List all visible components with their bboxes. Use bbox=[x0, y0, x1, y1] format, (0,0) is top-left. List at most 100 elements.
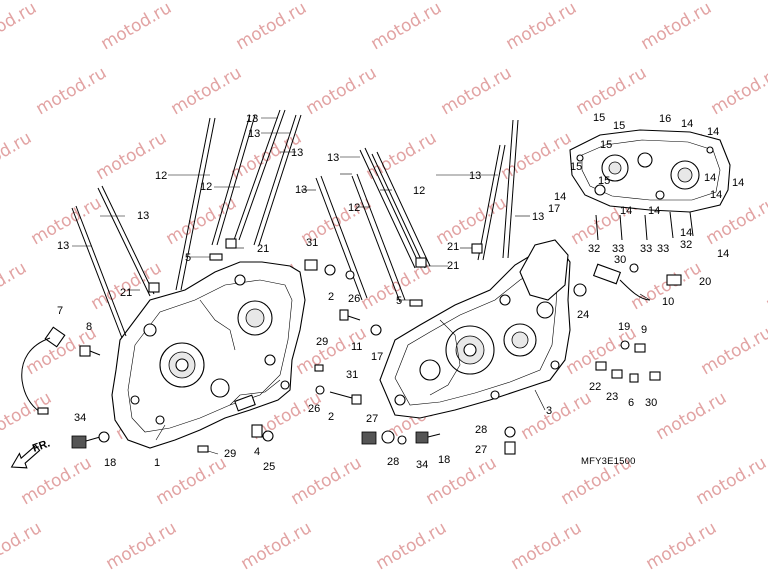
callout-number: 22 bbox=[589, 381, 601, 393]
callout-number: 14 bbox=[717, 248, 729, 260]
callout-number: 13 bbox=[469, 170, 481, 182]
left-crankcase-half bbox=[111, 261, 306, 449]
callout-number: 31 bbox=[306, 237, 318, 249]
callout-number: 30 bbox=[614, 254, 626, 266]
watermark-text: motod.ru bbox=[103, 518, 181, 574]
crankcase-cover bbox=[569, 129, 731, 213]
callout-number: 2 bbox=[328, 411, 334, 423]
callout-number: 13 bbox=[246, 113, 258, 125]
callout-number: 29 bbox=[316, 336, 328, 348]
callout-number: 12 bbox=[200, 181, 212, 193]
watermark-text: motod.ru bbox=[573, 63, 651, 119]
leader-lines bbox=[72, 117, 651, 455]
callout-number: 13 bbox=[327, 152, 339, 164]
callout-number: 29 bbox=[224, 448, 236, 460]
callout-number: 27 bbox=[475, 444, 487, 456]
watermark-text: motod.ru bbox=[0, 258, 30, 314]
callout-number: 12 bbox=[155, 170, 167, 182]
callout-number: 14 bbox=[554, 191, 566, 203]
watermark-text: motod.ru bbox=[373, 518, 451, 574]
stud-bolts bbox=[71, 109, 519, 339]
watermark-text: motod.ru bbox=[153, 453, 231, 509]
small-parts bbox=[21, 211, 694, 455]
callout-number: 21 bbox=[120, 287, 132, 299]
watermark-text: motod.ru bbox=[18, 453, 96, 509]
watermark-text: motod.ru bbox=[0, 518, 45, 574]
watermark-text: motod.ru bbox=[503, 0, 581, 54]
callout-number: 34 bbox=[74, 412, 86, 424]
callout-number: 14 bbox=[732, 177, 744, 189]
callout-number: 32 bbox=[588, 243, 600, 255]
callout-number: 15 bbox=[593, 112, 605, 124]
watermark-text: motod.ru bbox=[0, 128, 35, 184]
watermark-text: motod.ru bbox=[288, 453, 366, 509]
watermark-text: motod.ru bbox=[233, 0, 311, 54]
callout-number: 21 bbox=[447, 260, 459, 272]
callout-number: 33 bbox=[640, 243, 652, 255]
callout-number: 23 bbox=[606, 391, 618, 403]
callout-number: 14 bbox=[620, 205, 632, 217]
watermark-text: motod.ru bbox=[518, 388, 596, 444]
watermark-text: motod.ru bbox=[98, 0, 176, 54]
callout-number: 13 bbox=[291, 147, 303, 159]
watermark-text: motod.ru bbox=[423, 453, 501, 509]
callout-number: 33 bbox=[657, 243, 669, 255]
watermark-text: motod.ru bbox=[238, 518, 316, 574]
watermark-text: motod.ru bbox=[303, 63, 381, 119]
watermark-text: motod.ru bbox=[763, 258, 768, 314]
callout-number: 32 bbox=[680, 239, 692, 251]
callout-number: 4 bbox=[254, 446, 260, 458]
callout-number: 24 bbox=[577, 309, 589, 321]
callout-number: 27 bbox=[366, 413, 378, 425]
callout-number: 15 bbox=[598, 175, 610, 187]
callout-number: 34 bbox=[416, 459, 428, 471]
callout-number: 15 bbox=[570, 161, 582, 173]
callout-number: 2 bbox=[328, 291, 334, 303]
watermark-text: motod.ru bbox=[433, 193, 511, 249]
watermark-text: motod.ru bbox=[698, 323, 768, 379]
callout-number: 20 bbox=[699, 276, 711, 288]
callout-number: 10 bbox=[662, 296, 674, 308]
callout-number: 11 bbox=[351, 341, 362, 353]
callout-number: 3 bbox=[546, 405, 552, 417]
callout-number: 13 bbox=[295, 184, 307, 196]
callout-number: 18 bbox=[104, 457, 116, 469]
watermark-text: motod.ru bbox=[693, 453, 768, 509]
callout-number: 17 bbox=[548, 203, 560, 215]
callout-number: 12 bbox=[413, 185, 425, 197]
callout-number: 15 bbox=[613, 120, 625, 132]
watermark-text: motod.ru bbox=[0, 388, 55, 444]
callout-number: 13 bbox=[57, 240, 69, 252]
callout-number: 6 bbox=[628, 397, 634, 409]
watermark-text: motod.ru bbox=[643, 518, 721, 574]
callout-number: 13 bbox=[532, 211, 544, 223]
watermark-text: motod.ru bbox=[368, 0, 446, 54]
diagram-code: MFY3E1500 bbox=[581, 456, 636, 467]
callout-number: 16 bbox=[659, 113, 671, 125]
callout-number: 31 bbox=[346, 369, 358, 381]
callout-number: 7 bbox=[57, 305, 63, 317]
callout-number: 26 bbox=[308, 403, 320, 415]
callout-number: 21 bbox=[257, 243, 269, 255]
callout-number: 28 bbox=[387, 456, 399, 468]
callout-number: 14 bbox=[681, 118, 693, 130]
callout-number: 25 bbox=[263, 461, 275, 473]
watermark-text: motod.ru bbox=[438, 63, 516, 119]
callout-number: 14 bbox=[680, 227, 692, 239]
callout-number: 26 bbox=[348, 293, 360, 305]
watermark-text: motod.ru bbox=[0, 0, 40, 54]
callout-number: 9 bbox=[641, 324, 647, 336]
callout-number: 30 bbox=[645, 397, 657, 409]
callout-number: 14 bbox=[648, 205, 660, 217]
callout-number: 5 bbox=[185, 252, 191, 264]
callout-number: 1 bbox=[154, 457, 160, 469]
watermark-text: motod.ru bbox=[708, 63, 768, 119]
watermark-text: motod.ru bbox=[168, 63, 246, 119]
watermark-text: motod.ru bbox=[653, 388, 731, 444]
watermark-text: motod.ru bbox=[638, 0, 716, 54]
callout-number: 14 bbox=[710, 189, 722, 201]
callout-number: 8 bbox=[86, 321, 92, 333]
callout-number: 5 bbox=[396, 295, 402, 307]
